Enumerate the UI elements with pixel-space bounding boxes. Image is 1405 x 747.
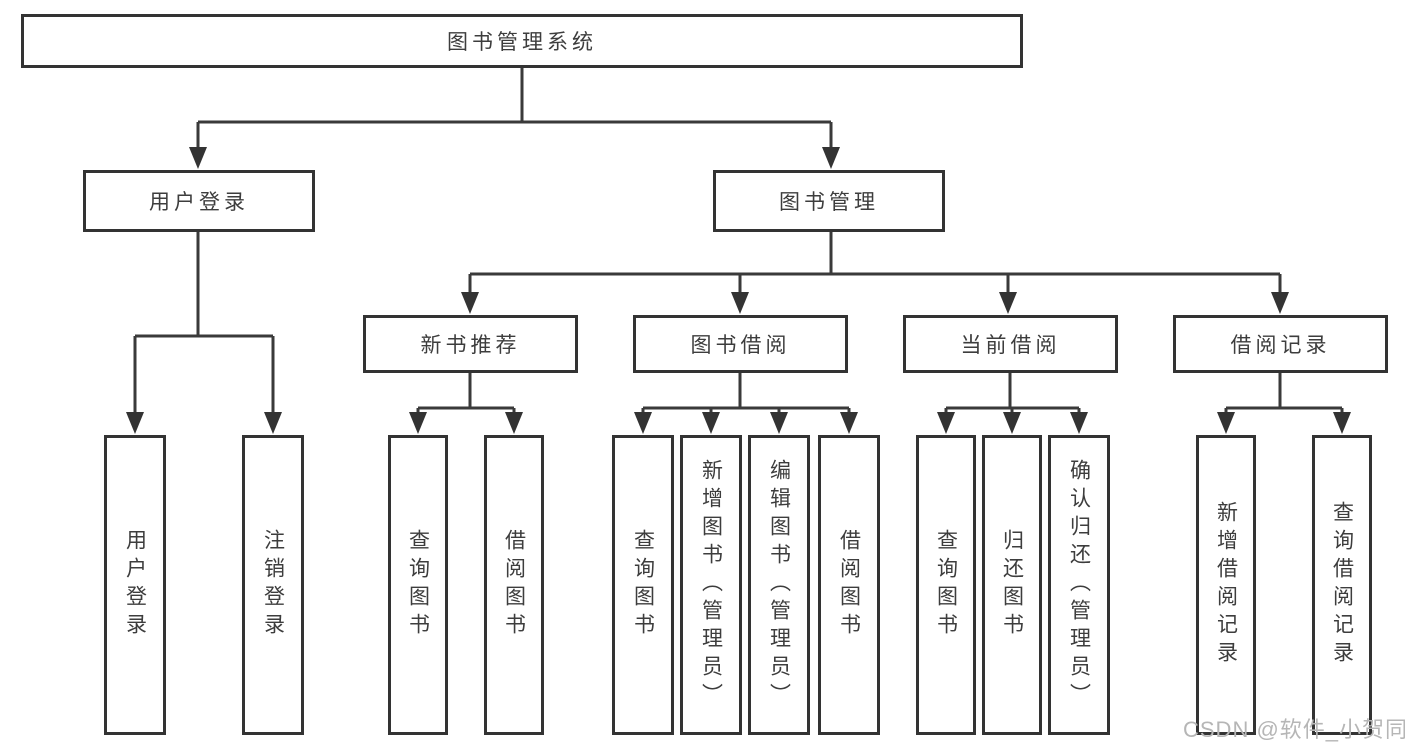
connector-current-borrow-to-leaves (937, 373, 1088, 434)
leaf-borrow-books-recommend: 借阅图书 (484, 435, 544, 735)
leaf-return-books: 归还图书 (982, 435, 1042, 735)
leaf-add-borrow-record: 新增借阅记录 (1196, 435, 1256, 735)
leaf-query-books-borrow: 查询图书 (612, 435, 674, 735)
leaf-edit-book-admin: 编辑图书（管理员） (748, 435, 810, 735)
leaf-query-books-current-label: 查询图书 (934, 529, 958, 641)
leaf-add-book-admin: 新增图书（管理员） (680, 435, 742, 735)
leaf-borrow-books-recommend-label: 借阅图书 (502, 529, 526, 641)
node-borrow-records-label: 借阅记录 (1230, 334, 1331, 357)
connector-book-management-to-level3 (461, 232, 1289, 314)
node-book-borrow: 图书借阅 (633, 315, 848, 373)
leaf-logout-label: 注销登录 (261, 529, 285, 641)
node-user-login: 用户登录 (83, 170, 315, 232)
leaf-user-login-label: 用户登录 (123, 529, 147, 641)
leaf-confirm-return-admin-label: 确认归还（管理员） (1067, 459, 1091, 711)
leaf-query-books-current: 查询图书 (916, 435, 976, 735)
connector-borrow-records-to-leaves (1217, 373, 1351, 434)
node-root: 图书管理系统 (21, 14, 1023, 68)
node-new-book-recommend-label: 新书推荐 (420, 334, 521, 357)
leaf-add-borrow-record-label: 新增借阅记录 (1214, 501, 1238, 669)
leaf-query-books-recommend-label: 查询图书 (406, 529, 430, 641)
leaf-borrow-books: 借阅图书 (818, 435, 880, 735)
node-book-management-label: 图书管理 (779, 191, 879, 214)
connector-user-login-to-leaves (126, 232, 282, 434)
leaf-confirm-return-admin: 确认归还（管理员） (1048, 435, 1110, 735)
leaf-borrow-books-label: 借阅图书 (837, 529, 861, 641)
connector-book-borrow-to-leaves (634, 373, 858, 434)
leaf-query-books-borrow-label: 查询图书 (631, 529, 655, 641)
connector-root-to-level2 (189, 68, 840, 169)
csdn-watermark: CSDN @软件_小贺同学 (1183, 717, 1405, 742)
leaf-logout: 注销登录 (242, 435, 304, 735)
leaf-query-books-recommend: 查询图书 (388, 435, 448, 735)
node-book-borrow-label: 图书借阅 (690, 334, 791, 357)
node-user-login-label: 用户登录 (149, 191, 249, 214)
leaf-return-books-label: 归还图书 (1000, 529, 1024, 641)
node-root-label: 图书管理系统 (447, 31, 597, 54)
connector-new-book-to-leaves (409, 373, 523, 434)
leaf-query-borrow-record: 查询借阅记录 (1312, 435, 1372, 735)
leaf-user-login: 用户登录 (104, 435, 166, 735)
node-new-book-recommend: 新书推荐 (363, 315, 578, 373)
leaf-add-book-admin-label: 新增图书（管理员） (699, 459, 723, 711)
node-current-borrow: 当前借阅 (903, 315, 1118, 373)
leaf-edit-book-admin-label: 编辑图书（管理员） (767, 459, 791, 711)
node-borrow-records: 借阅记录 (1173, 315, 1388, 373)
leaf-query-borrow-record-label: 查询借阅记录 (1330, 501, 1354, 669)
node-book-management: 图书管理 (713, 170, 945, 232)
node-current-borrow-label: 当前借阅 (960, 334, 1061, 357)
